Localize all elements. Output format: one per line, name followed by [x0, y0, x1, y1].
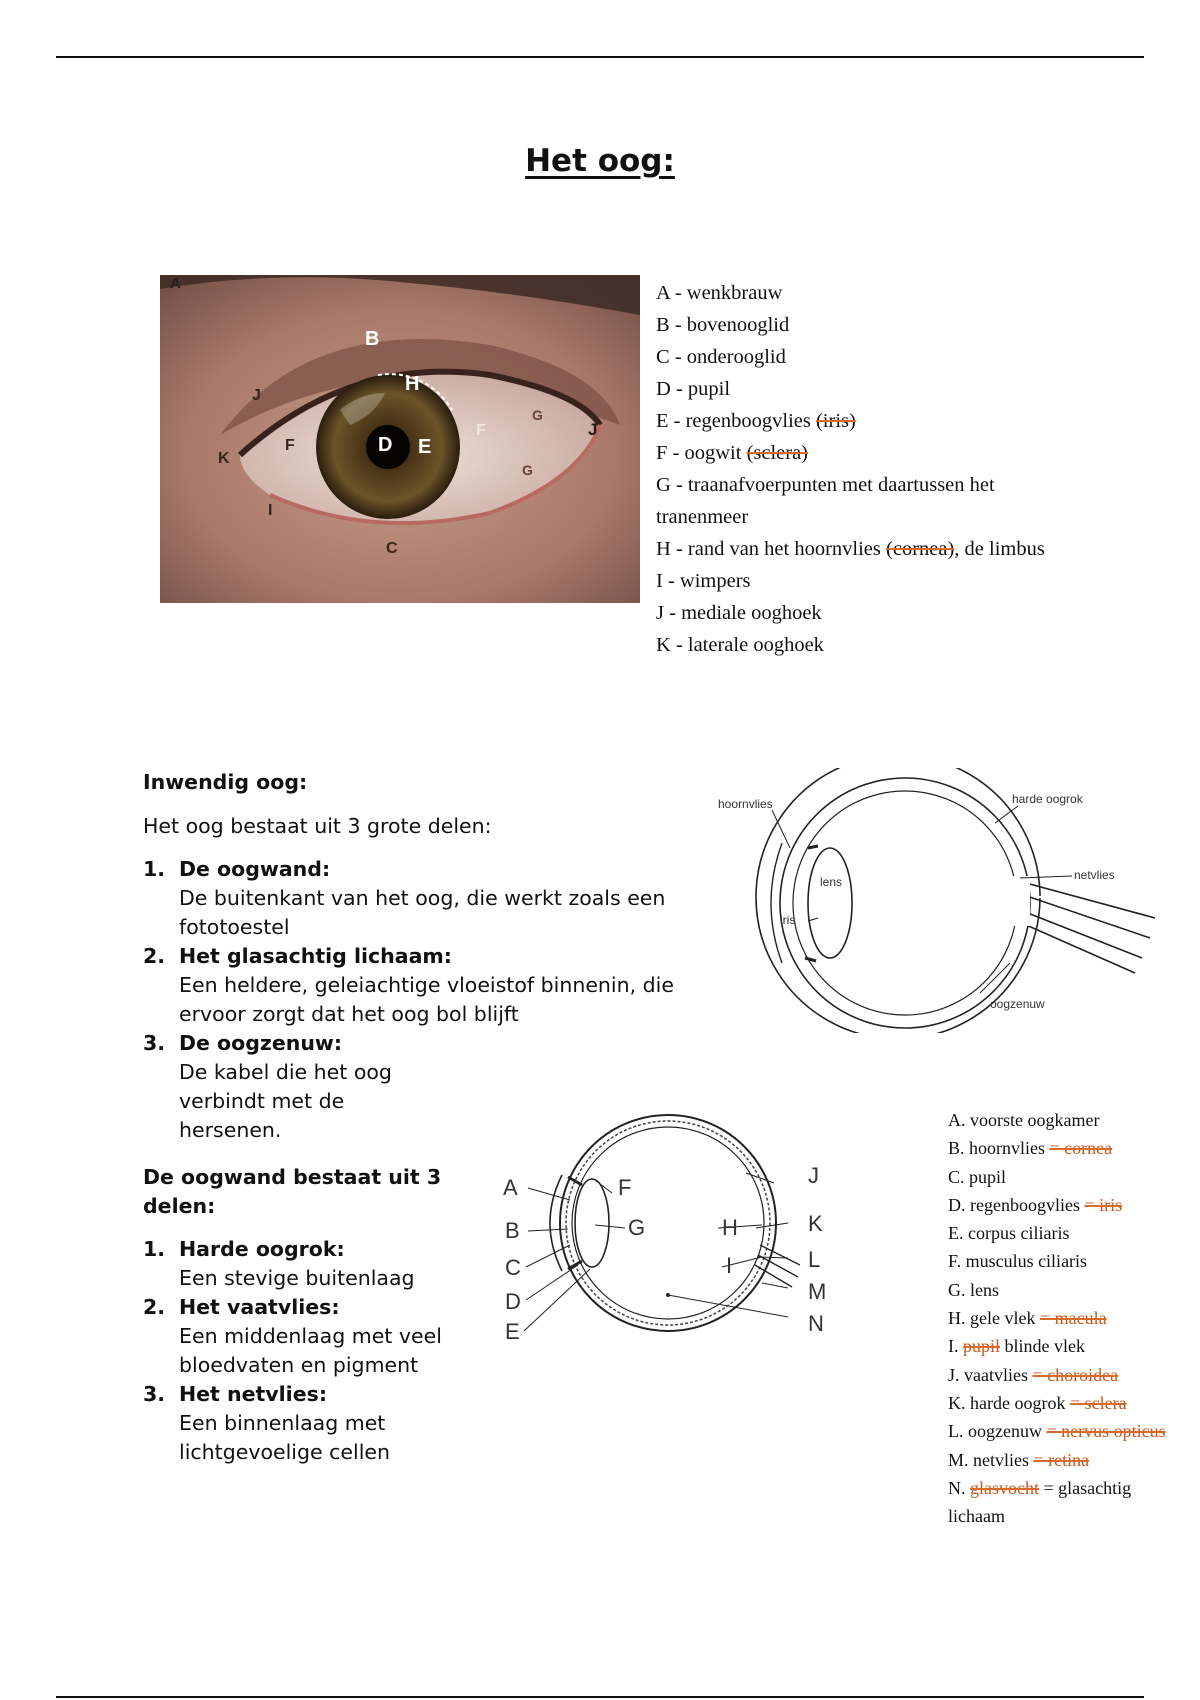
label-iris: iris — [780, 913, 795, 927]
photo-label-f-left: F — [285, 437, 295, 454]
photo-label-d: D — [378, 434, 392, 456]
lettered-eye-diagram: A B C D E F G H I J K L M N — [500, 1105, 840, 1350]
diagram-label-f: F — [618, 1175, 631, 1200]
legend-item-b: B - bovenooglid — [656, 309, 1086, 341]
diagram-label-d: D — [505, 1289, 521, 1314]
legend2-item: L. oogzenuw = nervus opticus — [948, 1417, 1198, 1445]
legend2-item: M. netvlies = retina — [948, 1446, 1198, 1474]
list-item: 2. Het glasachtig lichaam: Een heldere, … — [143, 942, 688, 1029]
legend-item-a: A - wenkbrauw — [656, 277, 1086, 309]
photo-label-h: H — [405, 373, 419, 395]
diagram-label-j: J — [808, 1163, 819, 1188]
eye-wall-section: De oogwand bestaat uit 3 delen: 1. Harde… — [143, 1163, 483, 1467]
diagram-label-i: I — [726, 1253, 732, 1278]
legend2-item: A. voorste oogkamer — [948, 1106, 1198, 1134]
legend-item-k: K - laterale ooghoek — [656, 629, 1086, 661]
legend-item-i: I - wimpers — [656, 565, 1086, 597]
diagram-label-k: K — [808, 1211, 823, 1236]
inner-eye-section: Inwendig oog: Het oog bestaat uit 3 grot… — [143, 768, 688, 1145]
legend2-item: J. vaatvlies = choroidea — [948, 1361, 1198, 1389]
diagram-legend: A. voorste oogkamer B. hoornvlies = corn… — [948, 1106, 1198, 1530]
inner-eye-list: 1. De oogwand: De buitenkant van het oog… — [143, 855, 688, 1145]
legend2-item: I. pupil blinde vlek — [948, 1332, 1198, 1360]
bottom-rule — [56, 1696, 1144, 1698]
list-item: 2. Het vaatvlies: Een middenlaag met vee… — [143, 1293, 483, 1380]
label-netvlies: netvlies — [1074, 868, 1115, 882]
eye-wall-heading: De oogwand bestaat uit 3 delen: — [143, 1163, 473, 1221]
legend-item-g: G - traanafvoerpunten met daartussen het… — [656, 469, 1076, 533]
legend2-item: C. pupil — [948, 1163, 1198, 1191]
photo-legend: A - wenkbrauw B - bovenooglid C - ondero… — [656, 277, 1086, 661]
legend2-item: H. gele vlek = macula — [948, 1304, 1198, 1332]
photo-label-i: I — [268, 502, 272, 519]
diagram-label-c: C — [505, 1255, 521, 1280]
diagram-label-m: M — [808, 1279, 826, 1304]
diagram-label-n: N — [808, 1311, 824, 1336]
diagram-label-e: E — [505, 1319, 520, 1344]
legend-item-j: J - mediale ooghoek — [656, 597, 1086, 629]
photo-label-g-bottom: G — [522, 462, 533, 478]
legend-item-d: D - pupil — [656, 373, 1086, 405]
legend-item-h: H - rand van het hoornvlies (cornea), de… — [656, 533, 1076, 565]
diagram-label-g: G — [628, 1215, 645, 1240]
diagram-label-h: H — [722, 1215, 738, 1240]
list-item: 3. Het netvlies: Een binnenlaag met lich… — [143, 1380, 483, 1467]
label-lens: lens — [820, 875, 842, 889]
list-item: 1. De oogwand: De buitenkant van het oog… — [143, 855, 688, 942]
legend-item-f: F - oogwit (sclera) — [656, 437, 1086, 469]
photo-label-f-right: F — [476, 422, 486, 439]
eye-cross-section-diagram: hoornvlies harde oogrok lens iris netvli… — [710, 768, 1160, 1033]
photo-label-j-left: J — [252, 387, 261, 404]
legend2-item: K. harde oogrok = sclera — [948, 1389, 1198, 1417]
photo-label-a: A — [170, 275, 181, 292]
diagram-label-b: B — [505, 1218, 520, 1243]
diagram-label-a: A — [503, 1175, 518, 1200]
photo-label-c: C — [386, 540, 398, 557]
legend2-item: G. lens — [948, 1276, 1198, 1304]
photo-label-b: B — [365, 328, 379, 350]
top-rule — [56, 56, 1144, 58]
photo-label-j-right: J — [588, 420, 597, 439]
eye-wall-list: 1. Harde oogrok: Een stevige buitenlaag … — [143, 1235, 483, 1467]
inner-eye-heading: Inwendig oog: — [143, 768, 688, 797]
legend2-item: E. corpus ciliaris — [948, 1219, 1198, 1247]
label-hoornvlies: hoornvlies — [718, 797, 773, 811]
label-harde-oogrok: harde oogrok — [1012, 792, 1084, 806]
label-oogzenuw: oogzenuw — [990, 997, 1045, 1011]
photo-label-k: K — [218, 450, 230, 467]
legend-item-c: C - onderooglid — [656, 341, 1086, 373]
legend2-item: N. glasvocht = glasachtig lichaam — [948, 1474, 1168, 1531]
inner-eye-intro: Het oog bestaat uit 3 grote delen: — [143, 812, 688, 841]
eye-photo: A B H J K F D E F G J G I C — [160, 275, 640, 603]
photo-label-g-top: G — [532, 407, 543, 423]
list-item: 1. Harde oogrok: Een stevige buitenlaag — [143, 1235, 483, 1293]
legend-item-e: E - regenboogvlies (iris) — [656, 405, 1086, 437]
diagram-label-l: L — [808, 1247, 820, 1272]
legend2-item: B. hoornvlies = cornea — [948, 1134, 1198, 1162]
legend2-item: F. musculus ciliaris — [948, 1247, 1198, 1275]
photo-label-e: E — [418, 436, 431, 458]
legend2-item: D. regenboogvlies = iris — [948, 1191, 1198, 1219]
page-title: Het oog: — [0, 143, 1200, 179]
